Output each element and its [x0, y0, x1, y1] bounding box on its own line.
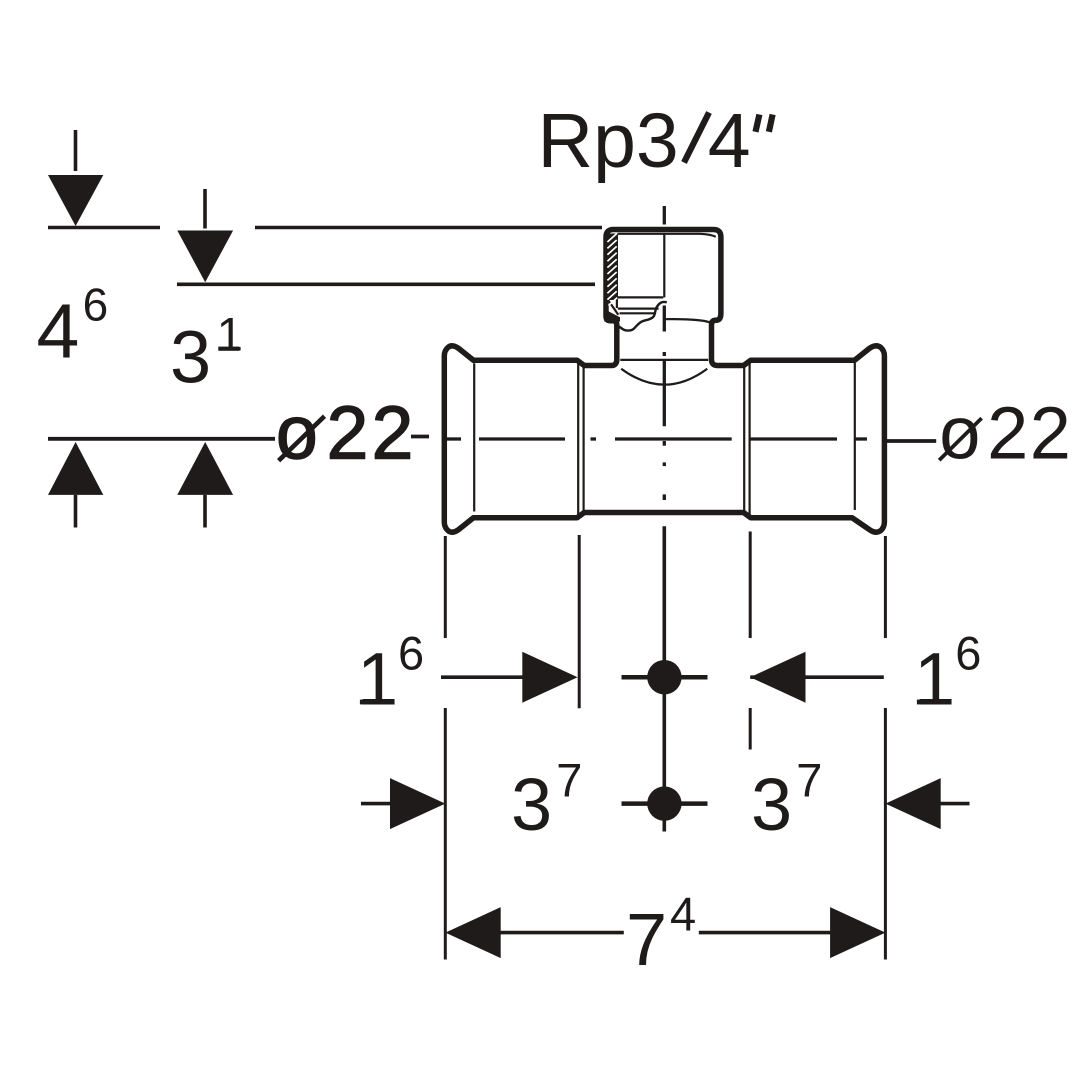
- svg-text:o: o: [276, 391, 318, 475]
- svg-text:2: 2: [987, 392, 1028, 475]
- svg-text:3: 3: [170, 316, 211, 399]
- svg-text:7: 7: [556, 753, 582, 806]
- svg-text:6: 6: [955, 627, 981, 680]
- svg-text:4: 4: [37, 289, 80, 375]
- svg-text:o: o: [939, 392, 980, 475]
- svg-text:22: 22: [327, 391, 417, 475]
- svg-text:3: 3: [751, 763, 792, 846]
- svg-text:7: 7: [626, 898, 667, 981]
- svg-text:6: 6: [398, 627, 424, 680]
- svg-text:1: 1: [357, 637, 398, 720]
- svg-text:4: 4: [670, 888, 696, 941]
- svg-text:Rp3: Rp3: [538, 98, 679, 184]
- svg-text:6: 6: [83, 279, 109, 331]
- svg-text:7: 7: [796, 753, 822, 806]
- svg-text:2: 2: [1030, 392, 1071, 475]
- svg-text:1: 1: [914, 637, 955, 720]
- svg-text:1: 1: [217, 307, 243, 360]
- svg-text:4: 4: [708, 98, 751, 184]
- svg-text:3: 3: [511, 763, 552, 846]
